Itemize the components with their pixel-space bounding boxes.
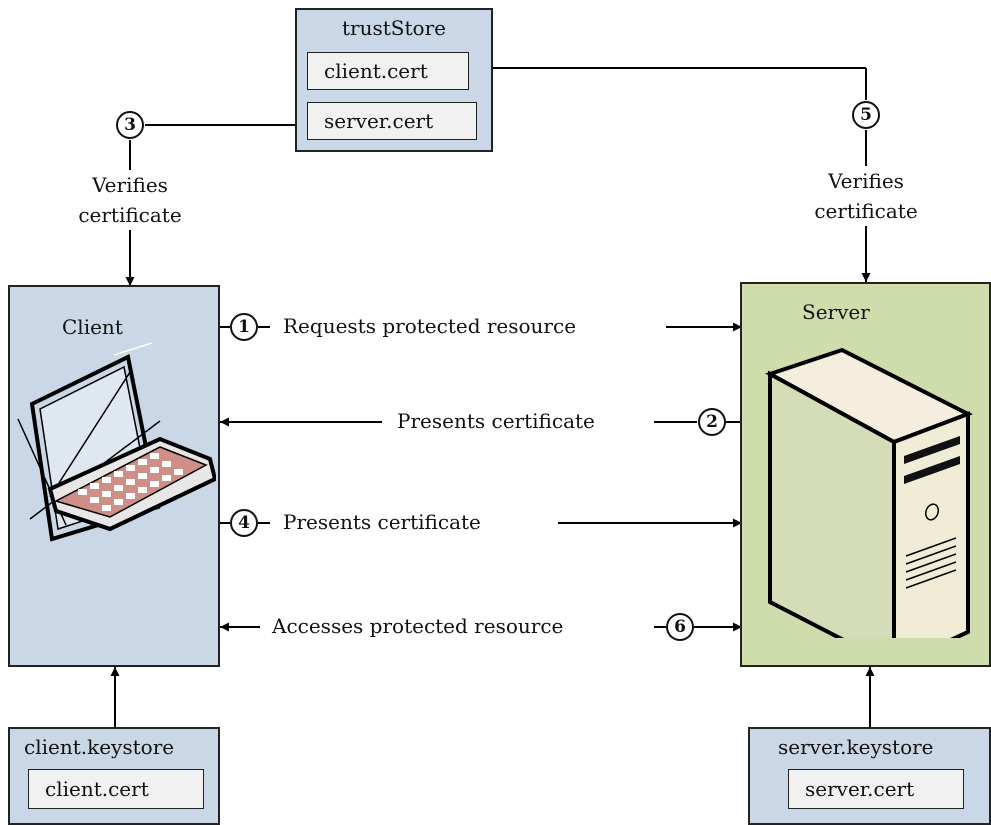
client-title: Client [62,315,123,339]
server-title: Server [802,300,870,324]
truststore-box: trustStore client.cert server.cert [295,8,493,152]
step-4-label: Presents certificate [283,510,481,534]
step-3-label: Verifies certificate [70,170,190,230]
step-3-number: 3 [116,111,144,139]
truststore-title: trustStore [342,16,446,40]
server-keystore-title: server.keystore [778,735,934,759]
step-2-number: 2 [698,408,726,436]
step-1-label: Requests protected resource [283,314,577,338]
step-5-label: Verifies certificate [806,166,926,226]
server-box: Server [740,282,991,667]
step-2-label: Presents certificate [397,409,595,433]
laptop-icon [17,342,216,542]
client-keystore-title: client.keystore [24,735,175,759]
step-1-number: 1 [230,313,258,341]
client-box: Client [8,285,220,667]
step-4-number: 4 [230,509,258,537]
truststore-client-cert: client.cert [307,52,469,90]
step-5-number: 5 [852,101,880,129]
step-6-label: Accesses protected resource [272,614,564,638]
client-keystore-cert: client.cert [28,769,204,809]
server-keystore-box: server.keystore server.cert [748,727,991,825]
truststore-server-cert: server.cert [307,102,477,140]
step-6-number: 6 [666,613,694,641]
server-keystore-cert: server.cert [788,769,964,809]
server-icon [765,347,973,638]
client-keystore-box: client.keystore client.cert [8,727,220,825]
